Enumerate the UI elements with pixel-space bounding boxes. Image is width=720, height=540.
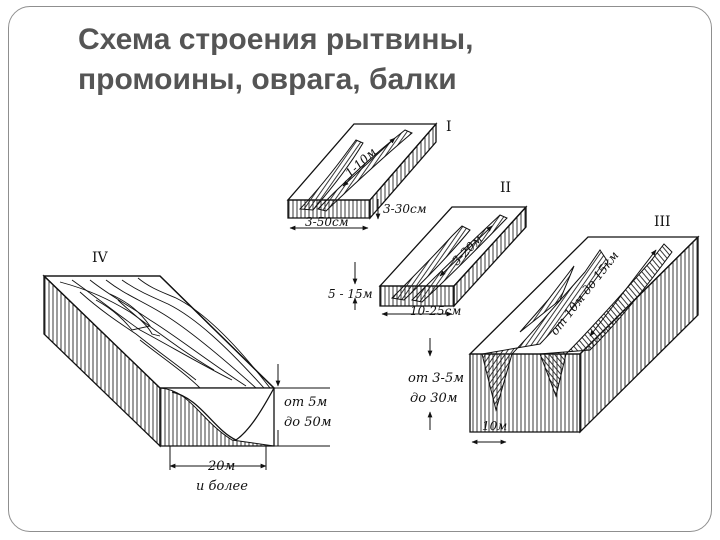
block-3-depth-line-2: до 30м xyxy=(410,391,458,406)
block-4-roman-label: IV xyxy=(92,250,109,266)
block-1-roman-label: I xyxy=(446,119,452,135)
block-2-depth-label: 5 - 15м xyxy=(328,287,373,301)
block-3-roman-label: III xyxy=(654,214,671,230)
block-4-depth-line-1: от 5м xyxy=(284,395,327,410)
block-1-width-label: 3-50см xyxy=(305,215,349,229)
block-3-depth-line-1: от 3-5м xyxy=(408,371,464,386)
block-4-depth-line-2: до 50м xyxy=(284,415,332,430)
block-4-width-line-1: 20м xyxy=(207,459,235,474)
title-line-2: промоины, оврага, балки xyxy=(78,63,457,96)
block-1-depth-label: 3-30см xyxy=(383,202,427,216)
title-line-1: Схема строения рытвины, xyxy=(78,23,474,56)
block-2-washout xyxy=(352,205,528,317)
block-1-rut xyxy=(286,122,438,231)
block-4-balka xyxy=(42,274,330,470)
block-2-roman-label: II xyxy=(500,180,511,196)
block-3-ravine xyxy=(427,235,700,445)
block-2-width-label: 10-25см xyxy=(410,304,461,318)
block-3-width-label: 10м xyxy=(482,419,507,433)
block-4-width-line-2: и более xyxy=(196,479,248,494)
slide-title: Схема строения рытвины, промоины, оврага… xyxy=(78,20,638,100)
